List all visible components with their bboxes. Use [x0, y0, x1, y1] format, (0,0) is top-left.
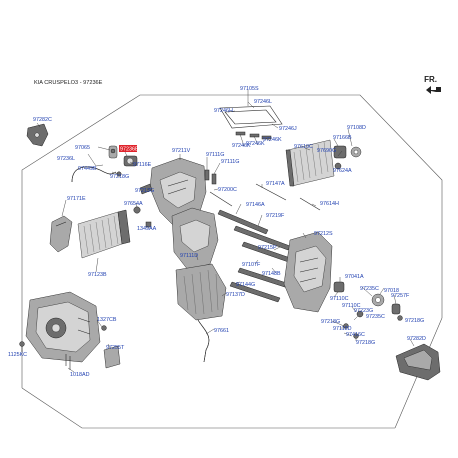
callout-97144g[interactable]: 97144G — [236, 282, 255, 288]
callout-97137d[interactable]: 97137D — [226, 292, 245, 298]
callout-97110c-b[interactable]: 97110C — [342, 303, 361, 309]
callout-97213g[interactable]: 97213G — [135, 188, 154, 194]
callout-97065[interactable]: 97065 — [75, 145, 90, 151]
highlight-box-97236e — [119, 145, 137, 152]
arrow-left-icon — [426, 86, 441, 94]
callout-97218g-a[interactable]: 97218G — [321, 319, 340, 325]
callout-97246k-a[interactable]: 97246K — [232, 143, 251, 149]
grommet-part-97654a[interactable] — [133, 206, 141, 214]
callout-97246k-c[interactable]: 97246K — [263, 137, 282, 143]
callout-97111d[interactable]: 97111D — [180, 253, 198, 259]
callout-97610c[interactable]: 97610C — [294, 144, 313, 150]
callout-97218g-b[interactable]: 97218G — [405, 318, 424, 324]
callout-97166b[interactable]: 97166B — [333, 135, 352, 141]
callout-97246j[interactable]: 97246J — [279, 126, 297, 132]
callout-97111g-a[interactable]: 97111G — [206, 152, 224, 158]
blower-case-part-97137d[interactable] — [175, 263, 227, 321]
duct-part-97282d[interactable] — [395, 343, 441, 381]
callout-97624a[interactable]: 97624A — [333, 168, 352, 174]
callout-1327cb[interactable]: 1327CB — [97, 317, 117, 323]
drain-hose-part-97661[interactable] — [197, 319, 210, 363]
hvac-unit-assembly[interactable] — [25, 291, 101, 363]
callout-97041a[interactable]: 97041A — [345, 274, 364, 280]
callout-97236l[interactable]: 97236L — [57, 156, 75, 162]
expansion-valve-part-97166b[interactable] — [333, 145, 362, 170]
callout-97211v[interactable]: 97211V — [172, 148, 191, 154]
callout-97218g-top[interactable]: 97218G — [110, 174, 129, 180]
part-callouts: 97282C 97065 97236L 97236E 97449B 97218G… — [8, 86, 426, 378]
callout-97255t[interactable]: 97255T — [106, 345, 125, 351]
diagram-title: KIA CRUSPELO3 - 97236E — [34, 80, 103, 86]
callout-1125kc[interactable]: 1125KC — [8, 352, 27, 358]
callout-97219f[interactable]: 97219F — [266, 213, 285, 219]
sensor-part-97065[interactable] — [108, 145, 118, 159]
callout-97171e[interactable]: 97171E — [67, 196, 86, 202]
callout-97246l[interactable]: 97246L — [254, 99, 272, 105]
callout-1349aa[interactable]: 1349AA — [137, 226, 157, 232]
leader-lines — [21, 90, 415, 373]
screw-part-1327cb[interactable] — [101, 325, 107, 331]
lower-case-part-97111d[interactable] — [171, 207, 219, 271]
callout-97200c[interactable]: 97200C — [218, 187, 237, 193]
bracket-part-97171e[interactable] — [49, 215, 73, 253]
bracket-part-97282c[interactable] — [26, 123, 49, 147]
callout-97218g-c[interactable]: 97218G — [356, 340, 375, 346]
callout-97148b[interactable]: 97148B — [262, 271, 281, 277]
callout-97654a[interactable]: 97654A — [124, 201, 143, 207]
callout-97118d[interactable]: 97118D — [333, 326, 352, 332]
callout-97105s[interactable]: 97105S — [240, 86, 259, 92]
cover-part-97255t[interactable] — [103, 345, 121, 369]
right-case-part-97212s[interactable] — [283, 231, 333, 313]
callout-97449b[interactable]: 97449B — [78, 166, 97, 172]
callout-97146a[interactable]: 97146A — [246, 202, 265, 208]
clip-part-97111g[interactable] — [204, 169, 217, 185]
callout-97147a[interactable]: 97147A — [266, 181, 285, 187]
callout-97236e-selected[interactable]: 97236E — [120, 147, 139, 153]
callout-97416c[interactable]: 97416C — [346, 332, 365, 338]
callout-97235c-a[interactable]: 97235C — [360, 286, 379, 292]
callout-97212s[interactable]: 97212S — [314, 231, 333, 237]
callout-97661[interactable]: 97661 — [214, 328, 229, 334]
fastener-part-1018ad[interactable] — [65, 354, 71, 370]
callout-97282c[interactable]: 97282C — [33, 117, 52, 123]
screw-part-97218g-top[interactable] — [116, 171, 122, 177]
callout-1018ad[interactable]: 1018AD — [70, 372, 90, 378]
front-direction-label: FR. — [424, 75, 437, 84]
callout-97107f[interactable]: 97107F — [242, 262, 261, 268]
callout-97018[interactable]: 97018 — [384, 288, 399, 294]
callout-97111g-b[interactable]: 97111G — [221, 159, 239, 165]
callout-97108d[interactable]: 97108D — [347, 125, 366, 131]
callout-97246k-b[interactable]: 97246K — [246, 141, 265, 147]
callout-97690g[interactable]: 97690G — [317, 148, 336, 154]
callout-97110c-a[interactable]: 97110C — [330, 296, 349, 302]
callout-97246h[interactable]: 97246H — [214, 108, 233, 114]
door-strip-parts[interactable] — [217, 209, 303, 303]
filter-frame-part-97105s[interactable] — [219, 105, 283, 129]
callout-97116e[interactable]: 97116E — [133, 162, 152, 168]
hose-part-97236l[interactable] — [71, 166, 117, 183]
callout-97614h[interactable]: 97614H — [320, 201, 339, 207]
callout-97257f[interactable]: 97257F — [391, 293, 410, 299]
callout-97215p[interactable]: 97215P — [258, 245, 277, 251]
callout-97282d[interactable]: 97282D — [407, 336, 426, 342]
evaporator-part-97610c[interactable] — [285, 139, 335, 187]
callout-97223g[interactable]: 97223G — [354, 308, 373, 314]
clip-part-1349aa[interactable] — [145, 221, 152, 228]
callout-97235c-b[interactable]: 97235C — [366, 314, 385, 320]
heater-core-part-97123b[interactable] — [77, 209, 131, 259]
callout-97123b[interactable]: 97123B — [88, 272, 107, 278]
temperature-sensor-part-97200c[interactable] — [209, 183, 321, 211]
lever-part-97213g[interactable] — [139, 183, 153, 195]
